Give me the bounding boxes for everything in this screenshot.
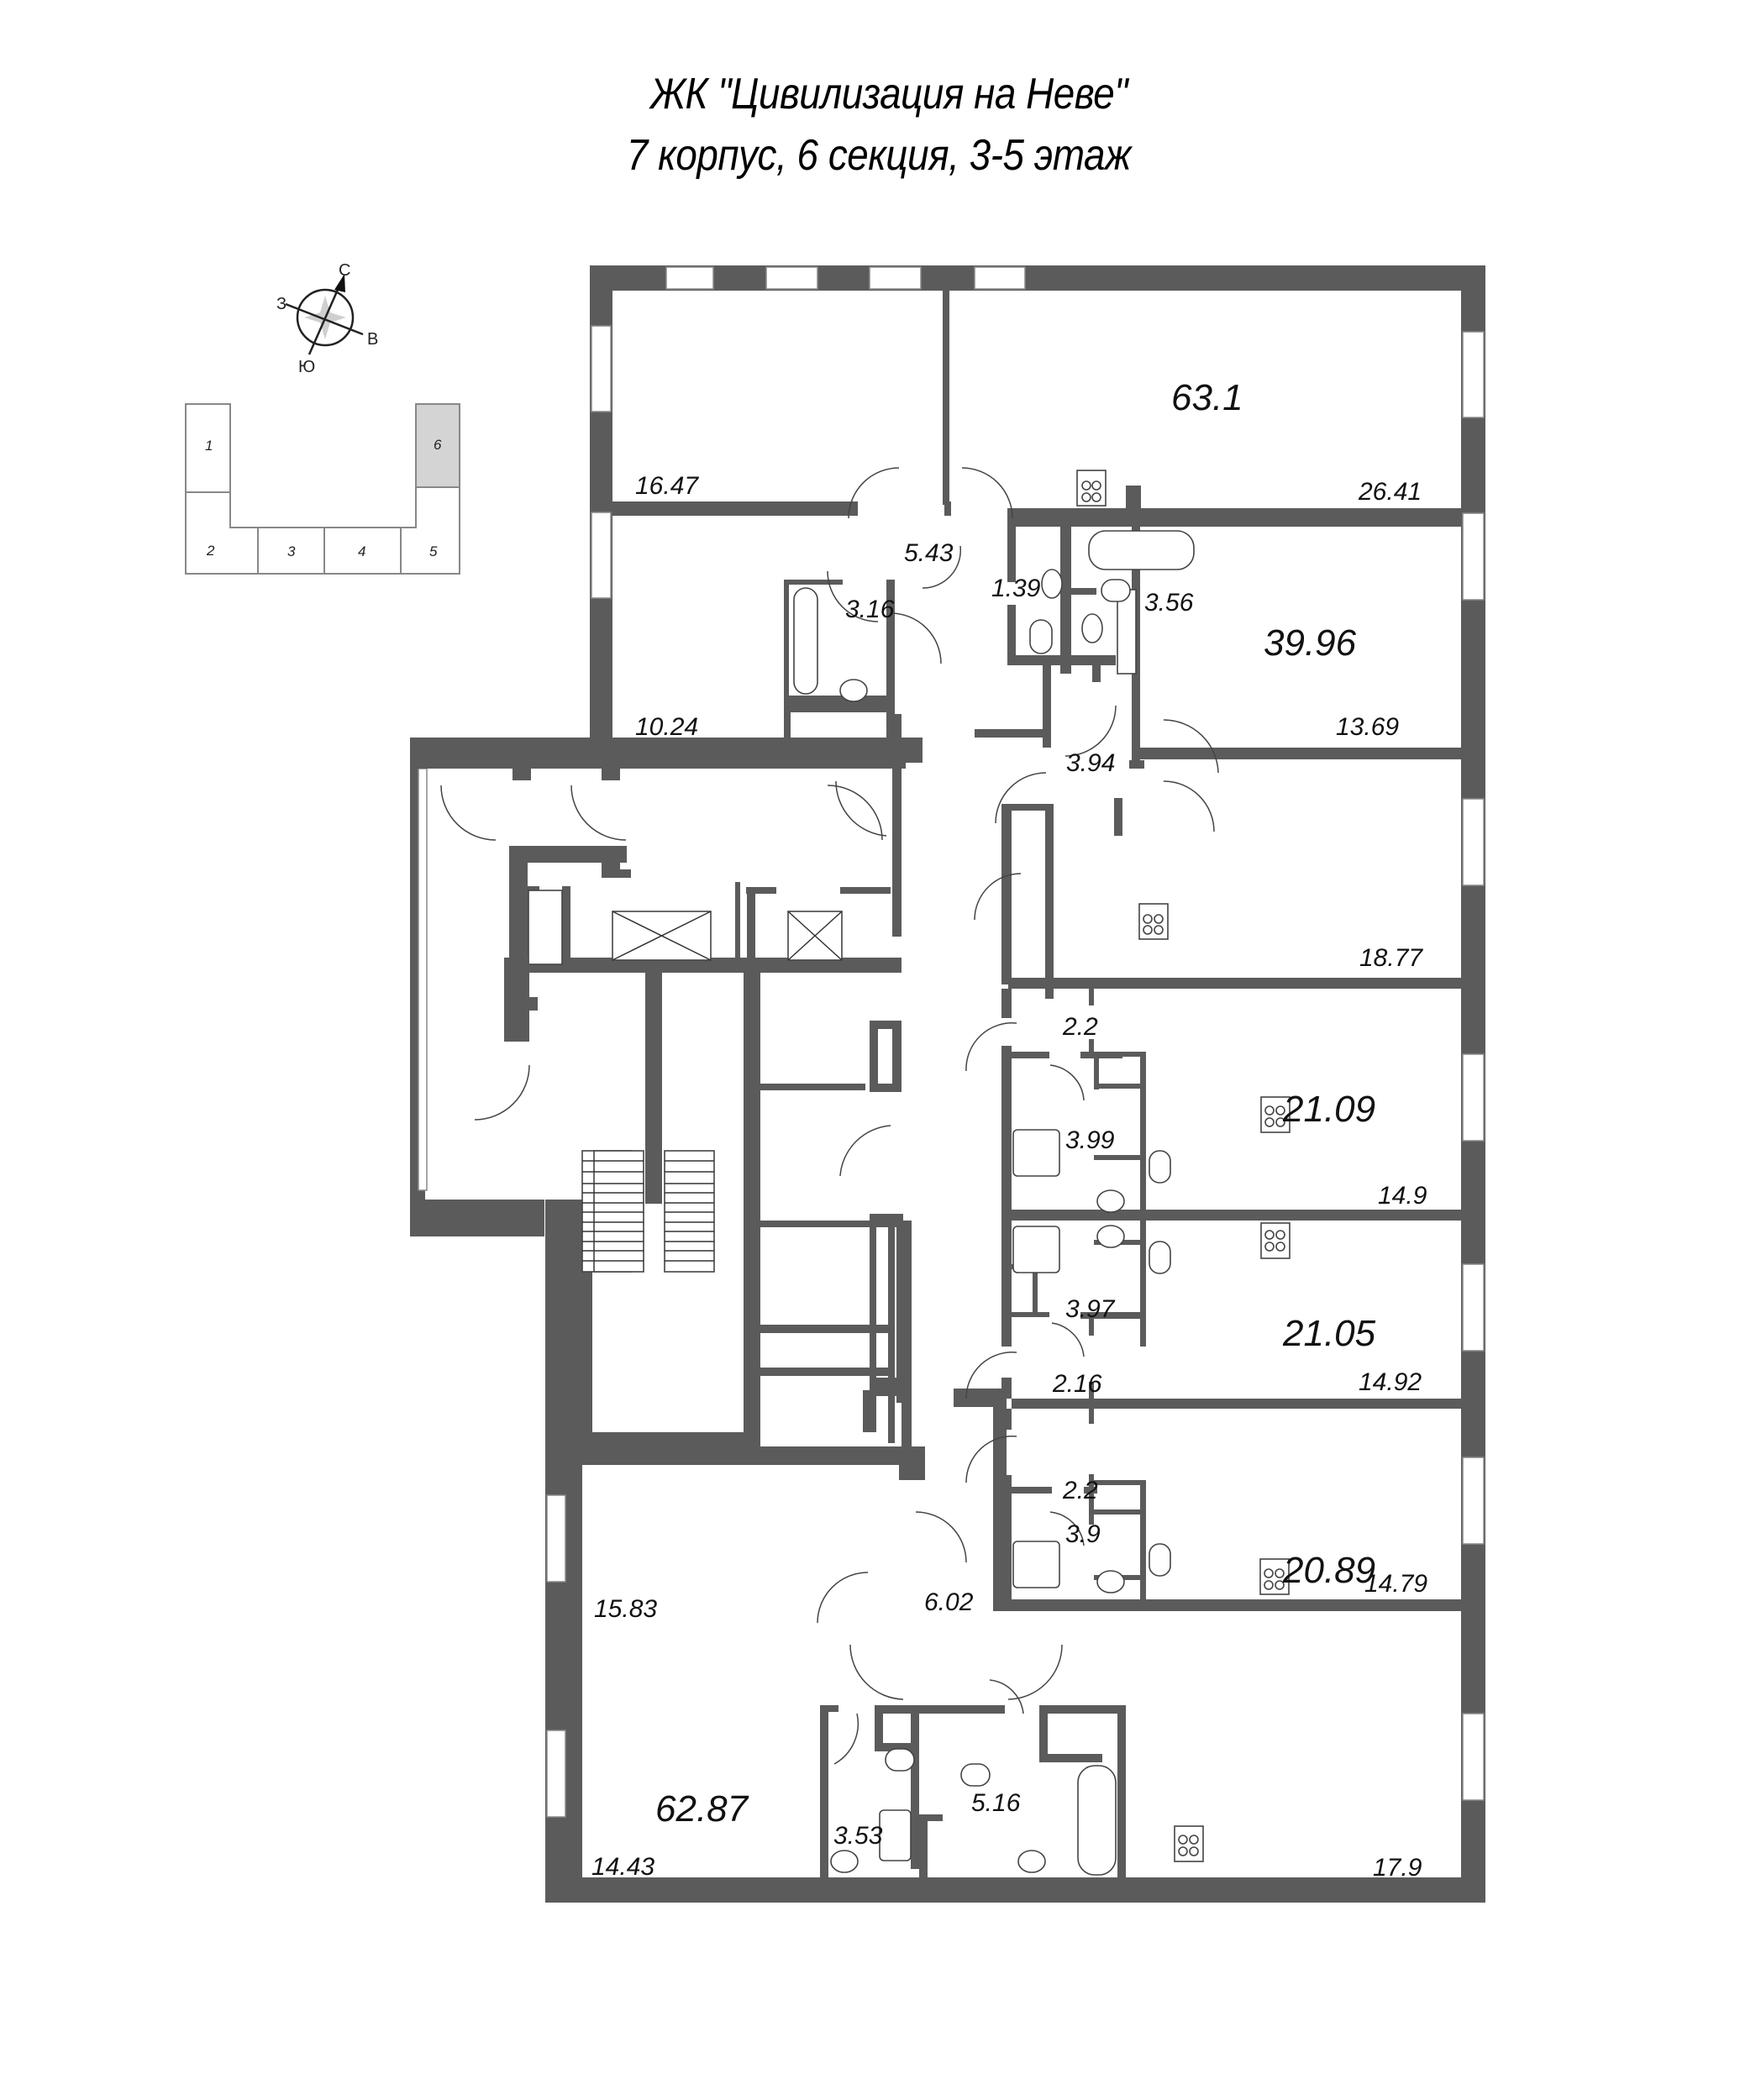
bathtub-icon <box>1077 1765 1117 1876</box>
toilet-icon <box>1149 1543 1171 1577</box>
compass-rose-icon: С З В Ю <box>276 261 378 376</box>
key-section-6-highlighted <box>415 403 460 488</box>
key-label-5: 5 <box>429 543 438 559</box>
staircase <box>581 1150 715 1273</box>
door-swings <box>440 467 1219 1765</box>
sink-icon <box>839 679 868 702</box>
room-area: 6.02 <box>924 1588 974 1616</box>
room-area: 17.9 <box>1373 1854 1422 1882</box>
shower-tray-icon <box>1012 1129 1060 1177</box>
toilet-icon <box>960 1763 991 1787</box>
key-plan <box>185 403 460 575</box>
room-area: 2.2 <box>1062 1477 1098 1504</box>
room-area: 3.16 <box>845 596 895 623</box>
room-area: 3.99 <box>1065 1126 1115 1154</box>
room-labels: 63.1 16.47 26.41 5.43 10.24 3.16 1.39 39… <box>591 377 1427 1882</box>
apartment-total-area: 21.09 <box>1282 1089 1375 1130</box>
key-section-2 <box>185 491 259 575</box>
key-label-6: 6 <box>434 437 442 453</box>
key-label-1: 1 <box>205 438 213 454</box>
sink-icon <box>830 1850 859 1873</box>
shower-tray-icon <box>879 1809 912 1861</box>
room-area: 3.97 <box>1065 1295 1116 1323</box>
compass-north-label: С <box>339 261 350 280</box>
room-area: 5.43 <box>904 539 954 567</box>
room-area: 18.77 <box>1359 944 1423 972</box>
shower-tray-icon <box>1012 1541 1060 1588</box>
apartment-total-area: 39.96 <box>1264 622 1357 664</box>
page-subtitle: 7 корпус, 6 секция, 3-5 этаж <box>626 131 1132 180</box>
stove-icon <box>1259 1558 1290 1595</box>
room-area: 14.9 <box>1378 1182 1427 1210</box>
page-title: ЖК "Цивилизация на Неве" <box>649 70 1128 118</box>
fixtures <box>793 470 1291 1876</box>
apartment-total-area: 63.1 <box>1171 377 1243 418</box>
building-core <box>410 738 912 1462</box>
room-area: 5.16 <box>971 1789 1021 1817</box>
key-section-1 <box>185 403 231 493</box>
interior-walls <box>582 291 1461 1877</box>
apartment-total-area: 21.05 <box>1282 1313 1376 1354</box>
stove-icon <box>1174 1825 1204 1862</box>
toilet-icon <box>1029 619 1053 654</box>
sink-icon <box>1017 1850 1046 1873</box>
bathtub-icon <box>1088 530 1195 570</box>
room-area: 14.92 <box>1359 1368 1422 1396</box>
toilet-icon <box>1149 1241 1171 1274</box>
compass-east-label: В <box>367 330 378 349</box>
stove-icon <box>1138 903 1169 940</box>
key-section-3 <box>257 527 325 575</box>
room-area: 2.16 <box>1052 1370 1102 1398</box>
room-area: 10.24 <box>635 713 698 741</box>
compass-west-label: З <box>276 295 286 313</box>
apartment-total-area: 62.87 <box>655 1788 749 1830</box>
room-area: 26.41 <box>1358 478 1422 506</box>
key-label-3: 3 <box>287 543 296 559</box>
stove-icon <box>1260 1096 1291 1133</box>
sink-icon <box>1041 569 1063 599</box>
stove-icon <box>1260 1222 1291 1259</box>
apartment-total-area: 20.89 <box>1282 1550 1375 1591</box>
sink-icon <box>1096 1189 1125 1213</box>
toilet-icon <box>1149 1150 1171 1184</box>
bathtub-icon <box>793 587 818 695</box>
key-section-5 <box>400 486 460 575</box>
sink-icon <box>1081 613 1103 643</box>
room-area: 13.69 <box>1336 713 1399 741</box>
sink-icon <box>1096 1225 1125 1248</box>
room-area: 1.39 <box>991 575 1041 602</box>
room-area: 15.83 <box>594 1595 657 1623</box>
toilet-icon <box>885 1748 915 1772</box>
shower-tray-icon <box>1012 1226 1060 1273</box>
room-area: 2.2 <box>1062 1013 1098 1041</box>
toilet-icon <box>1101 579 1131 602</box>
room-area: 3.94 <box>1066 749 1115 777</box>
room-area: 14.43 <box>591 1853 654 1881</box>
exterior-walls <box>410 265 1485 1903</box>
room-area: 3.9 <box>1065 1520 1101 1548</box>
room-area: 3.56 <box>1144 589 1194 617</box>
compass-south-label: Ю <box>298 358 315 376</box>
room-area: 16.47 <box>635 472 699 500</box>
stove-icon <box>1076 470 1107 507</box>
sink-icon <box>1096 1570 1125 1593</box>
key-label-4: 4 <box>358 543 365 559</box>
key-label-2: 2 <box>206 543 215 559</box>
room-area: 14.79 <box>1364 1570 1427 1598</box>
room-area: 3.53 <box>833 1822 883 1850</box>
